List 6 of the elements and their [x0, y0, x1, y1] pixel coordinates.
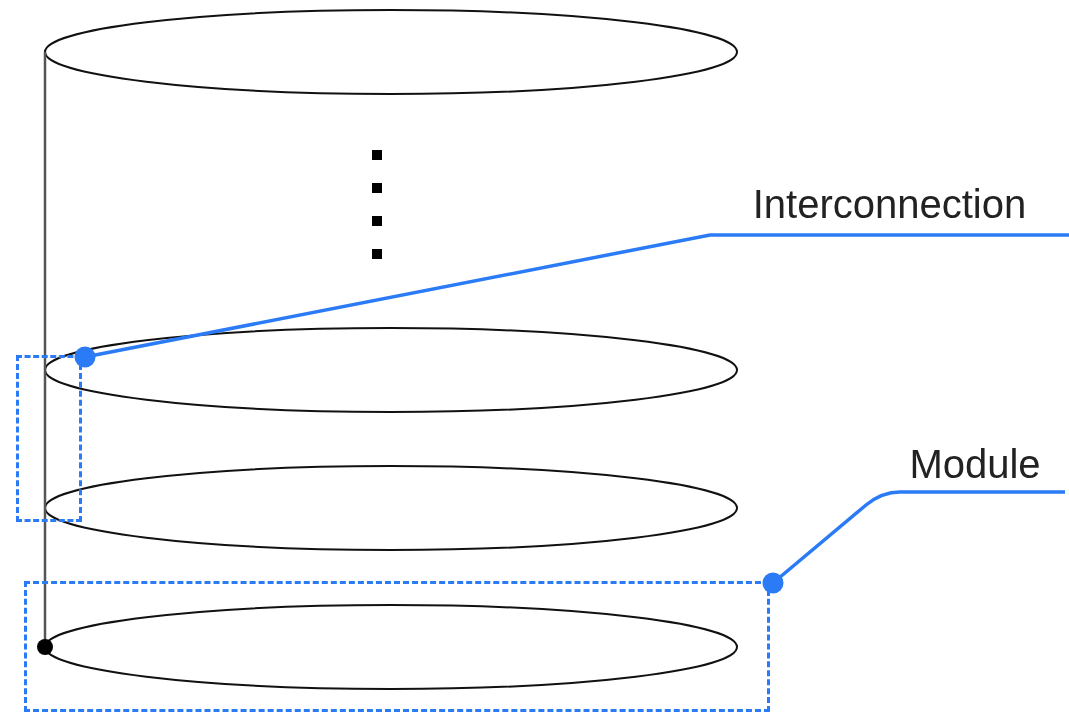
dashed-outline: [16, 355, 82, 522]
dashed-outline: [24, 581, 770, 712]
callout-label: Interconnection: [752, 184, 1027, 224]
leader-line: [74, 233, 1069, 368]
callout-label: Module: [909, 444, 1041, 484]
leader-line: [762, 490, 1065, 594]
